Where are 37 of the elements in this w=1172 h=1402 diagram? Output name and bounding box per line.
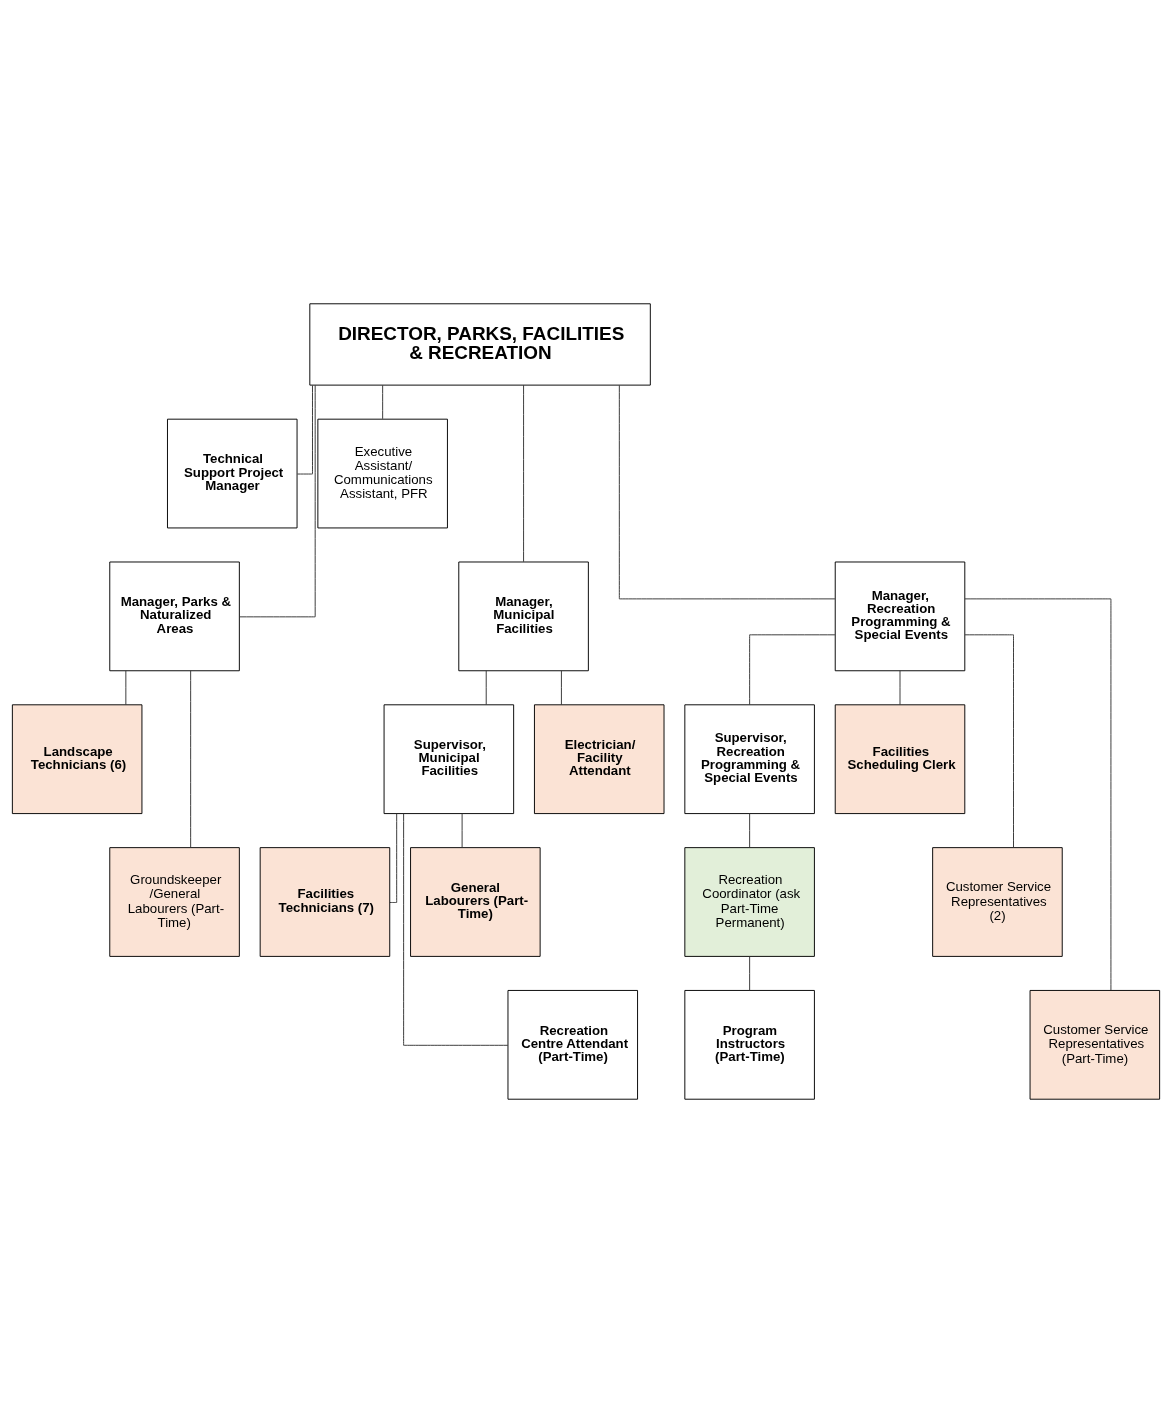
connector xyxy=(403,812,509,1046)
connector xyxy=(899,669,901,705)
connector xyxy=(382,384,384,419)
node-box: Recreation Centre Attendant (Part-Time) xyxy=(507,989,639,1100)
connector xyxy=(461,812,463,848)
node-box: Landscape Technicians (6) xyxy=(11,703,143,814)
connector xyxy=(389,812,398,903)
node-box: Supervisor, Municipal Facilities xyxy=(383,703,515,814)
connector xyxy=(964,633,1014,848)
node-box: Recreation Coordinator (ask Part-Time Permanent) xyxy=(684,846,815,957)
connector xyxy=(125,669,127,705)
connector xyxy=(239,384,316,617)
connector xyxy=(749,812,751,848)
node-box: Supervisor, Recreation Programming & Special Events xyxy=(684,703,815,814)
node-box: Customer Service Representatives (Part-Time) xyxy=(1029,989,1161,1100)
connector xyxy=(749,955,751,991)
node-box: DIRECTOR, PARKS, FACILITIES & RECREATION xyxy=(309,302,651,386)
node-box: General Labourers (Part-Time) xyxy=(410,846,541,957)
node-box: Program Instructors (Part-Time) xyxy=(684,989,815,1100)
node-box: Facilities Technicians (7) xyxy=(259,846,391,957)
node-box: Facilities Scheduling Clerk xyxy=(834,703,966,814)
connector xyxy=(296,384,313,474)
node-box: Manager, Recreation Programming & Special Events xyxy=(834,561,966,671)
connector xyxy=(618,384,836,599)
connector xyxy=(485,669,487,705)
connector xyxy=(523,384,525,562)
connector xyxy=(560,669,562,705)
node-box: Manager, Municipal Facilities xyxy=(458,561,589,671)
node-box: Executive Assistant/ Communications Assistant, PFR xyxy=(317,418,448,528)
connector xyxy=(964,597,1112,991)
node-box: Electrician/ Facility Attendant xyxy=(533,703,665,814)
node-box: Technical Support Project Manager xyxy=(167,418,298,528)
node-box: Customer Service Representatives (2) xyxy=(932,846,1063,957)
connector xyxy=(190,669,192,848)
node-box: Groundskeeper /General Labourers (Part-Time) xyxy=(109,846,240,957)
connector xyxy=(749,633,836,705)
node-box: Manager, Parks & Naturalized Areas xyxy=(109,561,240,671)
